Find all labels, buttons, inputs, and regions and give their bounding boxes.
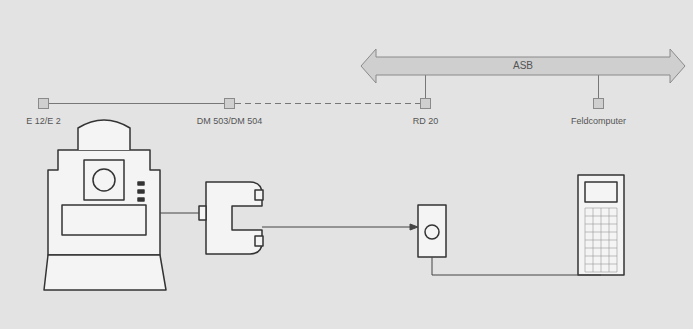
device-square: DM 503/DM 504 <box>224 98 235 109</box>
bus-band: ASB <box>360 48 686 84</box>
device-label: E 12/E 2 <box>26 116 61 126</box>
device-square: Feldcomputer <box>593 98 604 109</box>
data-arrow <box>262 227 410 228</box>
theodolite-telescope <box>84 160 124 200</box>
theodolite-axis <box>93 169 115 191</box>
bus-label: ASB <box>360 48 686 84</box>
cable <box>160 213 199 214</box>
theodolite-base <box>44 255 166 290</box>
device-square: E 12/E 2 <box>38 98 49 109</box>
connector-line <box>598 75 599 98</box>
connector-line <box>425 75 426 98</box>
theodolite-alidade <box>62 205 146 235</box>
theodolite-handle <box>78 120 130 150</box>
field-computer <box>578 175 624 275</box>
device-label: RD 20 <box>413 116 439 126</box>
distance-meter-port <box>199 206 206 220</box>
cable <box>432 257 601 275</box>
device-label: DM 503/DM 504 <box>197 116 263 126</box>
recorder-dial <box>425 225 439 239</box>
distance-meter-lens <box>255 236 263 246</box>
arrow-head <box>410 224 418 230</box>
connector-line <box>49 103 224 104</box>
distance-meter-lens <box>255 190 263 200</box>
theodolite-body <box>48 150 160 255</box>
field-computer-display <box>585 182 617 202</box>
device-square: RD 20 <box>420 98 431 109</box>
distance-meter <box>206 182 262 254</box>
keypad-grid <box>585 208 617 272</box>
recorder-box <box>418 205 446 257</box>
connector-line <box>235 103 420 104</box>
device-label: Feldcomputer <box>571 116 626 126</box>
